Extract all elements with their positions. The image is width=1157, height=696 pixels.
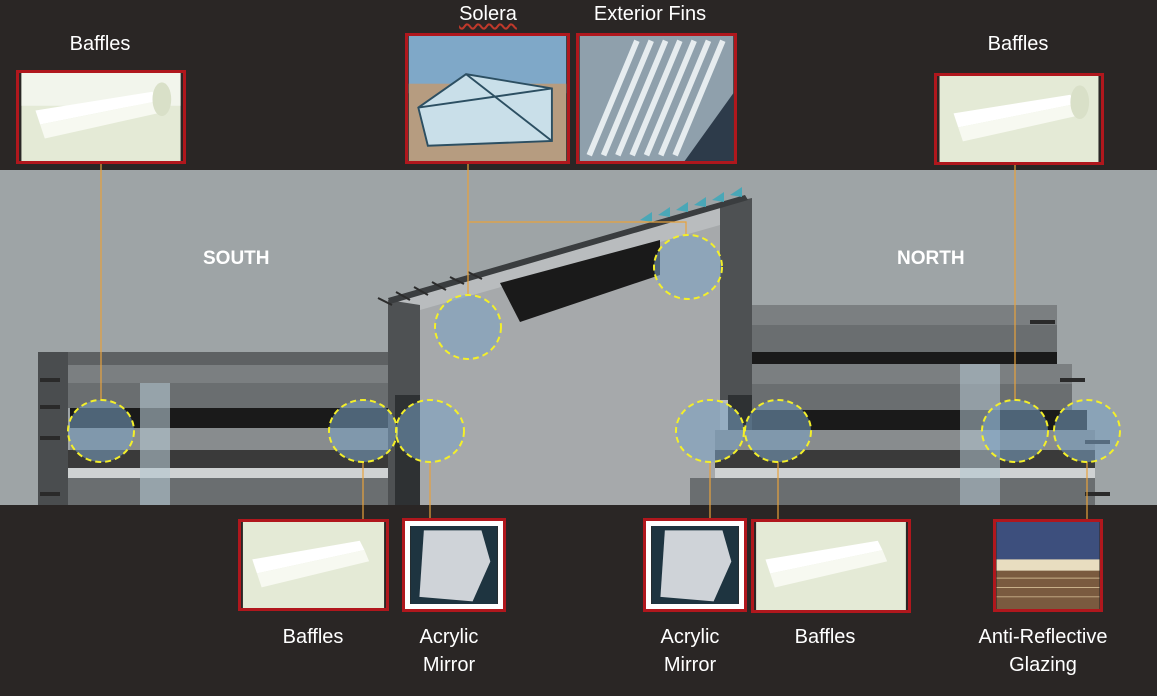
acrylic-mirror-thumbnail-1 <box>402 518 506 612</box>
baffles-photo <box>756 522 906 610</box>
baffles-thumbnail-top-left <box>16 70 186 164</box>
label-acrylic-mirror-1-line1: Acrylic <box>419 626 479 648</box>
baffles-thumbnail-bottom-2 <box>751 519 911 613</box>
baffles-photo <box>242 522 385 608</box>
label-exterior-fins: Exterior Fins <box>593 3 707 25</box>
callout-acrylic-mirror-south <box>395 399 465 463</box>
label-baffles-top-right: Baffles <box>987 33 1049 55</box>
label-baffles-bottom-1: Baffles <box>282 626 344 648</box>
baffles-photo <box>939 76 1099 162</box>
antireflective-glazing-thumbnail <box>993 519 1103 612</box>
callout-solera <box>434 294 502 360</box>
mirror-photo <box>410 526 498 604</box>
exterior-fins-thumbnail <box>576 33 737 164</box>
callout-antireflective-glazing <box>1053 399 1121 463</box>
label-baffles-bottom-2: Baffles <box>794 626 856 648</box>
leader-lines <box>100 163 1088 520</box>
skylight-photo <box>408 36 567 161</box>
baffles-photo <box>21 73 181 161</box>
glazing-photo <box>996 522 1100 609</box>
label-acrylic-mirror-2-line1: Acrylic <box>660 626 720 648</box>
acrylic-mirror-thumbnail-2 <box>643 518 747 612</box>
callout-exterior-fins <box>653 234 723 300</box>
callout-acrylic-mirror-north <box>675 399 745 463</box>
label-solera: Solera <box>459 3 517 25</box>
north-wing <box>690 305 1110 505</box>
label-acrylic-mirror-1-line2: Mirror <box>422 654 476 676</box>
mirror-photo <box>651 526 739 604</box>
label-antireflective-line1: Anti-Reflective <box>978 626 1108 648</box>
callout-north-baffle <box>744 399 812 463</box>
label-antireflective-line2: Glazing <box>1009 654 1077 676</box>
label-north: NORTH <box>897 248 965 269</box>
label-baffles-top-left: Baffles <box>69 33 131 55</box>
fins-photo <box>579 36 734 161</box>
label-south: SOUTH <box>203 248 270 269</box>
callout-south-baffle-2 <box>328 399 398 463</box>
baffles-thumbnail-top-right <box>934 73 1104 165</box>
label-acrylic-mirror-2-line2: Mirror <box>663 654 717 676</box>
solera-thumbnail <box>405 33 570 164</box>
callout-north-baffle-2 <box>981 399 1049 463</box>
baffles-thumbnail-bottom-1 <box>238 519 389 611</box>
callout-circles <box>67 234 1121 463</box>
callout-south-baffle <box>67 399 135 463</box>
